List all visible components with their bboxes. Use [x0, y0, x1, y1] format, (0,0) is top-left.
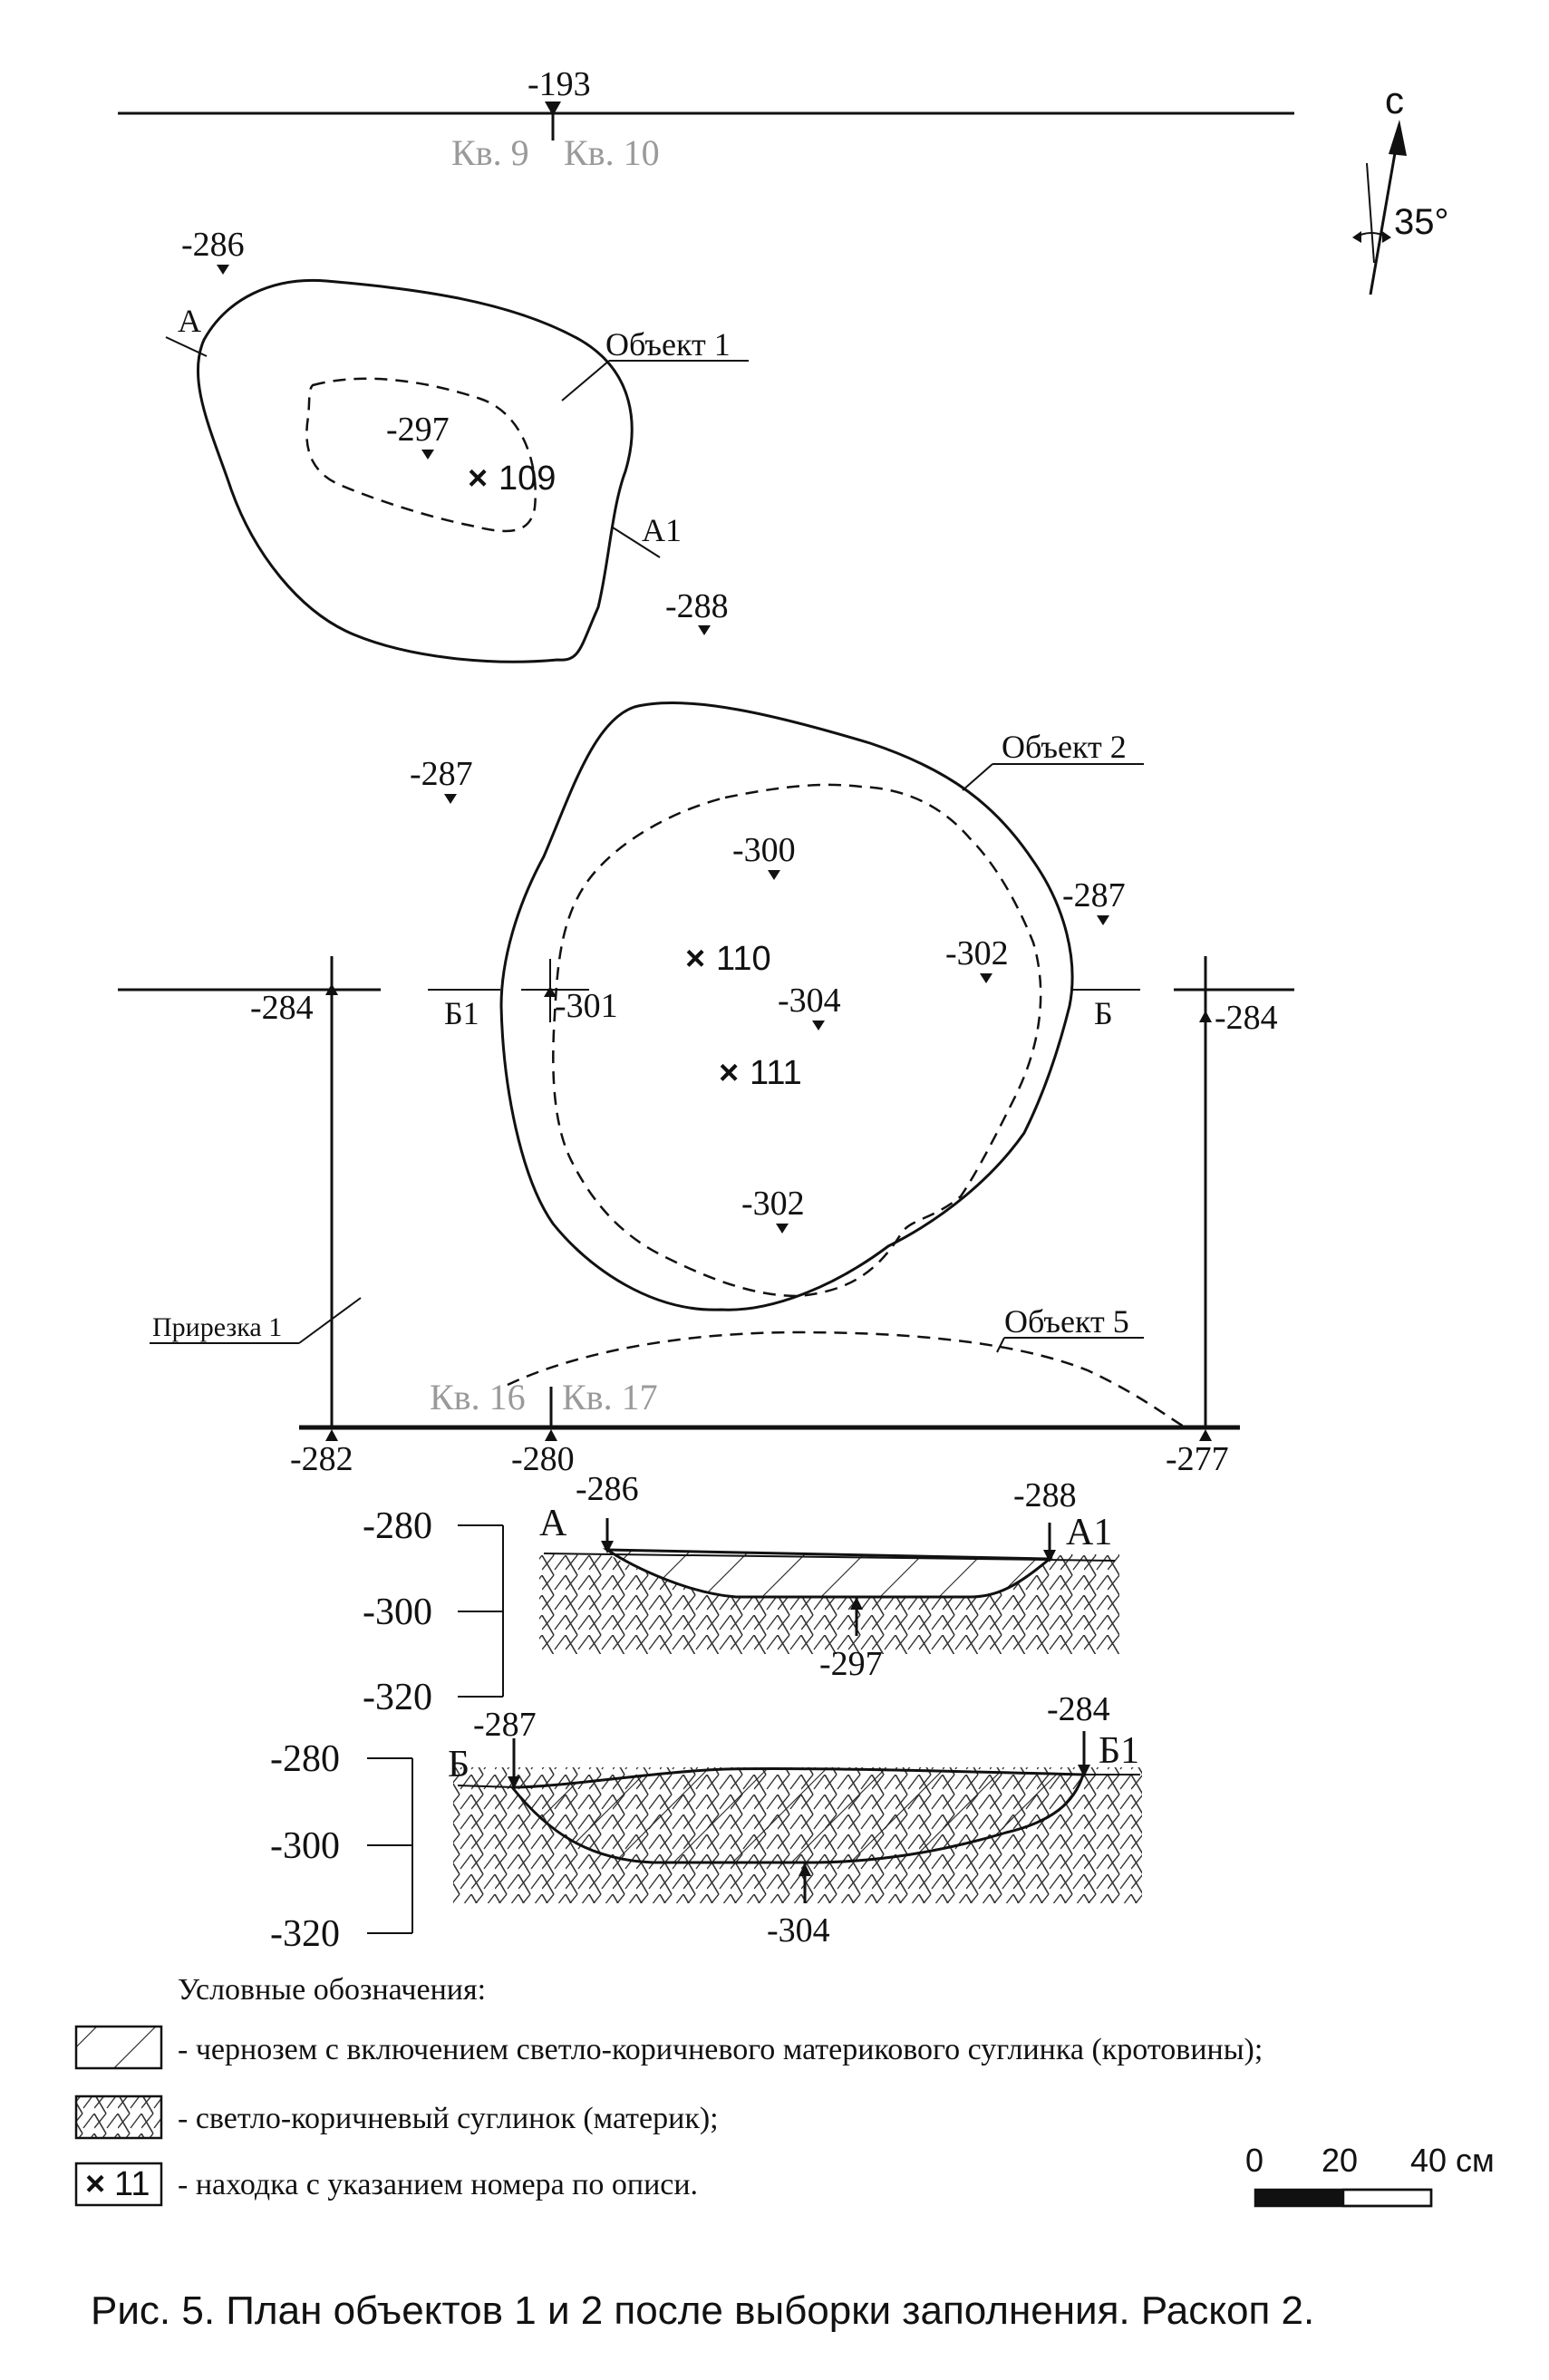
- object-2-outline: [499, 701, 1074, 1311]
- section-a-scale-tick: -320: [363, 1677, 432, 1718]
- section-b-elev-end: -284: [1047, 1690, 1110, 1728]
- find-cross-icon: ×: [685, 940, 705, 978]
- object-2-section-b1: Б1: [444, 995, 479, 1031]
- quadrant-16-label: Кв. 16: [430, 1377, 526, 1417]
- prirezka-elevation-left: -284: [250, 989, 314, 1027]
- elevation-marker: [698, 625, 711, 635]
- elevation-marker: [421, 450, 434, 460]
- object-2-elevation-n: -300: [732, 831, 796, 869]
- find-cross-icon: ×: [85, 2165, 105, 2203]
- section-a-elev-start: -286: [576, 1470, 639, 1508]
- section-a-elev-end: -288: [1013, 1476, 1077, 1514]
- legend-soil-swatch: [74, 2095, 163, 2140]
- section-a-scale-tick: -300: [363, 1592, 432, 1633]
- declination-angle: 35°: [1394, 202, 1449, 242]
- elevation-marker: [1097, 915, 1109, 925]
- elevation-marker: [980, 973, 992, 983]
- north-arrow-icon: [1352, 120, 1407, 295]
- legend-hatch-swatch: [74, 2025, 163, 2070]
- section-a-profile: [508, 1486, 1142, 1654]
- legend-title: Условные обозначения:: [178, 1973, 486, 2007]
- object-1-elevation-center: -297: [386, 411, 450, 449]
- section-a-elev-bottom: -297: [819, 1645, 883, 1683]
- object-1-label: Объект 1: [605, 326, 731, 363]
- section-b-line: [428, 959, 1140, 1022]
- bottom-elevation-middle: -280: [511, 1440, 575, 1478]
- elevation-outside-w: -287: [410, 755, 473, 793]
- section-a-marker: [165, 336, 208, 357]
- find-cross-icon: ×: [468, 460, 488, 498]
- section-b-elev-bottom: -304: [767, 1911, 830, 1949]
- elevation-marker: [776, 1224, 789, 1234]
- object-2-leader: [962, 763, 993, 791]
- top-boundary-line: [118, 102, 1294, 140]
- section-b-depth-scale: [367, 1757, 413, 1934]
- section-a1-marker: [612, 527, 661, 558]
- bottom-elevation-left: -282: [290, 1440, 353, 1478]
- scale-label-40: 40 см: [1410, 2142, 1495, 2179]
- section-b-scale-tick: -300: [270, 1825, 340, 1867]
- quadrant-17-label: Кв. 17: [562, 1377, 658, 1417]
- scale-label-20: 20: [1321, 2142, 1358, 2179]
- object-2-elevation-center: -304: [778, 982, 841, 1020]
- object-2-elevation-s: -302: [741, 1185, 805, 1223]
- prirezka-label: Прирезка 1: [152, 1312, 282, 1342]
- object-5-leader: [996, 1337, 1005, 1353]
- legend-item-loam: - светло-коричневый суглинок (материк);: [178, 2102, 719, 2135]
- bottom-boundary-line: [299, 1387, 1240, 1441]
- object-1-outline: [196, 278, 634, 663]
- object-5-outline: [507, 1330, 1186, 1429]
- object-1-elevation-nw: -286: [181, 226, 245, 264]
- elevation-marker: [768, 870, 780, 880]
- section-b-end-label: Б1: [1099, 1730, 1139, 1772]
- find-111-label: 111: [750, 1054, 802, 1092]
- find-cross-icon: ×: [719, 1054, 739, 1092]
- north-letter: с: [1385, 79, 1404, 121]
- object-2-elevation-e-outside: -287: [1062, 876, 1126, 914]
- legend-item-find: - находка с указанием номера по описи.: [178, 2168, 698, 2201]
- prirezka-leader: [298, 1297, 362, 1344]
- section-b-start-label: Б: [448, 1744, 470, 1785]
- bottom-elevation-right: -277: [1166, 1440, 1229, 1478]
- object-2-elevation-e: -302: [945, 934, 1009, 972]
- figure-caption: Рис. 5. План объектов 1 и 2 после выборк…: [91, 2288, 1314, 2333]
- section-b-elev-start: -287: [473, 1706, 537, 1744]
- object-5-label: Объект 5: [1004, 1303, 1129, 1340]
- scale-bar: [1254, 2188, 1433, 2208]
- section-b-profile: [435, 1713, 1160, 1903]
- top-elevation: -193: [528, 65, 591, 103]
- legend-find-swatch: [74, 2162, 163, 2207]
- object-1-leader: [561, 360, 610, 402]
- object-2-label: Объект 2: [1002, 729, 1127, 765]
- prirezka-elevation-right: -284: [1215, 999, 1278, 1037]
- prirezka-outline: [118, 956, 1294, 1427]
- section-b-scale-tick: -320: [270, 1913, 340, 1955]
- quadrant-9-label: Кв. 9: [451, 132, 529, 173]
- object-2-elevation-w: -301: [555, 987, 618, 1025]
- legend-item-chernozem: - чернозем с включением светло-коричнево…: [178, 2033, 1263, 2066]
- object-1-section-a-end: А1: [642, 512, 682, 548]
- legend-find-number: 11: [114, 2165, 150, 2203]
- object-1-elevation-se: -288: [665, 587, 729, 625]
- section-b-scale-tick: -280: [270, 1738, 340, 1780]
- section-a-scale-tick: -280: [363, 1505, 432, 1547]
- find-110-label: 110: [716, 940, 771, 978]
- elevation-marker: [812, 1021, 825, 1030]
- quadrant-10-label: Кв. 10: [564, 132, 660, 173]
- elevation-marker: [444, 794, 457, 804]
- section-a-start-label: А: [539, 1503, 567, 1544]
- elevation-marker: [217, 265, 229, 275]
- find-109-label: 109: [499, 460, 556, 498]
- object-2-section-b: Б: [1094, 995, 1113, 1031]
- scale-label-0: 0: [1245, 2142, 1263, 2179]
- section-a-depth-scale: [458, 1524, 504, 1698]
- object-1-section-a-start: А: [178, 303, 201, 339]
- section-a-end-label: А1: [1066, 1512, 1112, 1553]
